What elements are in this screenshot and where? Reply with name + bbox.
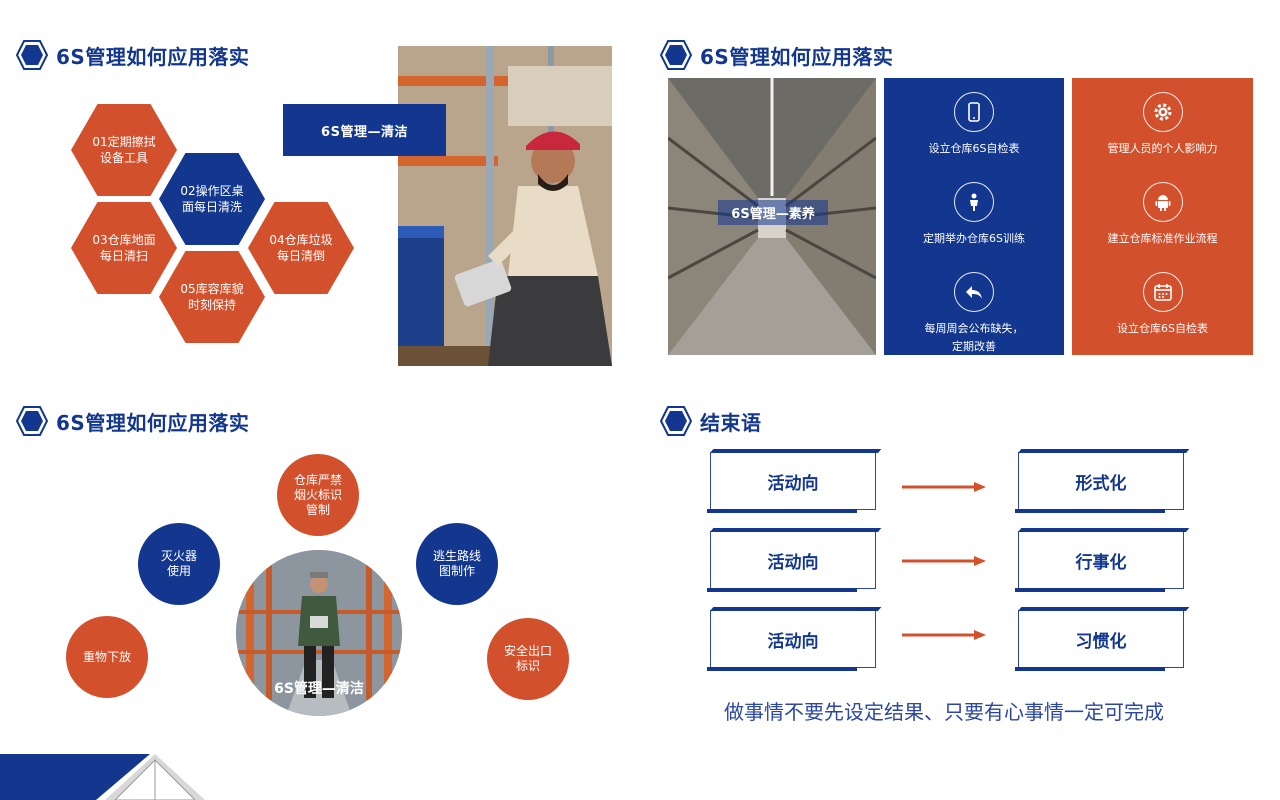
center-photo-label: 6S管理—清洁 bbox=[274, 681, 364, 697]
activity-box: 活动向 bbox=[707, 531, 876, 592]
warehouse-aisle-photo: 6S管理—素养 bbox=[668, 78, 876, 355]
slide-title-row: 结束语 bbox=[660, 404, 762, 438]
hexagon-logo-icon bbox=[660, 40, 692, 70]
activity-box: 活动向 bbox=[707, 452, 876, 513]
phone-icon bbox=[954, 92, 994, 132]
hexagon-logo-icon bbox=[16, 40, 48, 70]
reply-arrow-icon bbox=[954, 272, 994, 312]
activity-box: 活动向 bbox=[707, 610, 876, 671]
slide-title-row: 6S管理如何应用落实 bbox=[16, 404, 249, 438]
aisle-label: 6S管理—素养 bbox=[718, 200, 828, 225]
center-worker-illustration bbox=[236, 550, 402, 716]
slide-title: 6S管理如何应用落实 bbox=[700, 44, 894, 69]
slide-title: 6S管理如何应用落实 bbox=[56, 410, 250, 435]
right-arrow-icon bbox=[902, 482, 986, 492]
slide-discipline: 6S管理如何应用落实 6S管理—素养 设立仓库6S自检表 bbox=[644, 0, 1280, 380]
circle-exit-sign: 安全出口标识 bbox=[487, 618, 569, 700]
right-arrow-icon bbox=[902, 630, 986, 640]
hexagon-logo-icon bbox=[16, 406, 48, 436]
slide-title-row: 6S管理如何应用落实 bbox=[660, 38, 893, 72]
method-item: 定期举办仓库6S训练 bbox=[884, 182, 1064, 248]
person-icon bbox=[954, 182, 994, 222]
hexagon-logo-icon bbox=[660, 406, 692, 436]
blue-methods-panel: 设立仓库6S自检表 定期举办仓库6S训练 每周周会公布缺失， 定期改善 bbox=[884, 78, 1064, 355]
method-item: 设立仓库6S自检表 bbox=[884, 92, 1064, 158]
hex-trash-dump: 04仓库垃圾每日清倒 bbox=[248, 202, 354, 294]
slide-safety-circles: 6S管理如何应用落实 仓库严禁烟火标识管制 灭火器使用 逃生路线图制作 重物下放… bbox=[0, 366, 640, 800]
worker-illustration bbox=[398, 46, 612, 366]
circle-extinguisher: 灭火器使用 bbox=[138, 523, 220, 605]
center-worker-photo: 6S管理—清洁 bbox=[236, 550, 402, 716]
orange-methods-panel: 管理人员的个人影响力 建立仓库标准作业流程 设立仓库6S自检表 bbox=[1072, 78, 1253, 355]
slide-title: 结束语 bbox=[700, 410, 762, 435]
slide-conclusion: 结束语 活动向 形式化 活动向 行事化 活动向 习惯化 做事情不要先设定结果、只… bbox=[644, 366, 1280, 746]
method-item: 设立仓库6S自检表 bbox=[1072, 272, 1253, 338]
roof-illustration bbox=[105, 754, 205, 800]
gear-icon bbox=[1142, 92, 1183, 132]
routinize-box: 行事化 bbox=[1015, 531, 1184, 592]
hex-storage-maintain: 05库容库貌时刻保持 bbox=[159, 251, 265, 343]
habitualize-box: 习惯化 bbox=[1015, 610, 1184, 671]
clean-tag-box: 6S管理—清洁 bbox=[283, 104, 446, 156]
circle-heavy-low: 重物下放 bbox=[66, 616, 148, 698]
hex-floor-sweep: 03仓库地面每日清扫 bbox=[71, 202, 177, 294]
slide-title-row: 6S管理如何应用落实 bbox=[16, 38, 249, 72]
method-item: 建立仓库标准作业流程 bbox=[1072, 182, 1253, 248]
worker-photo bbox=[398, 46, 612, 366]
method-item: 每周周会公布缺失， 定期改善 bbox=[884, 272, 1064, 356]
hex-wipe-equipment: 01定期擦拭设备工具 bbox=[71, 104, 177, 196]
formalize-box: 形式化 bbox=[1015, 452, 1184, 513]
method-item: 管理人员的个人影响力 bbox=[1072, 92, 1253, 158]
hex-desk-wash: 02操作区桌面每日清洗 bbox=[159, 153, 265, 245]
closing-statement: 做事情不要先设定结果、只要有心事情一定可完成 bbox=[724, 700, 1164, 724]
slide-title: 6S管理如何应用落实 bbox=[56, 44, 250, 69]
android-icon bbox=[1142, 182, 1183, 222]
circle-escape-route: 逃生路线图制作 bbox=[416, 523, 498, 605]
calendar-icon bbox=[1142, 272, 1183, 312]
right-arrow-icon bbox=[902, 556, 986, 566]
slide-clean-hexagons: 6S管理如何应用落实 01定期擦拭设备工具 02操作区桌面每日清洗 03仓库地面… bbox=[0, 0, 640, 380]
circle-fire-ban: 仓库严禁烟火标识管制 bbox=[277, 454, 359, 536]
aisle-illustration bbox=[668, 78, 876, 355]
